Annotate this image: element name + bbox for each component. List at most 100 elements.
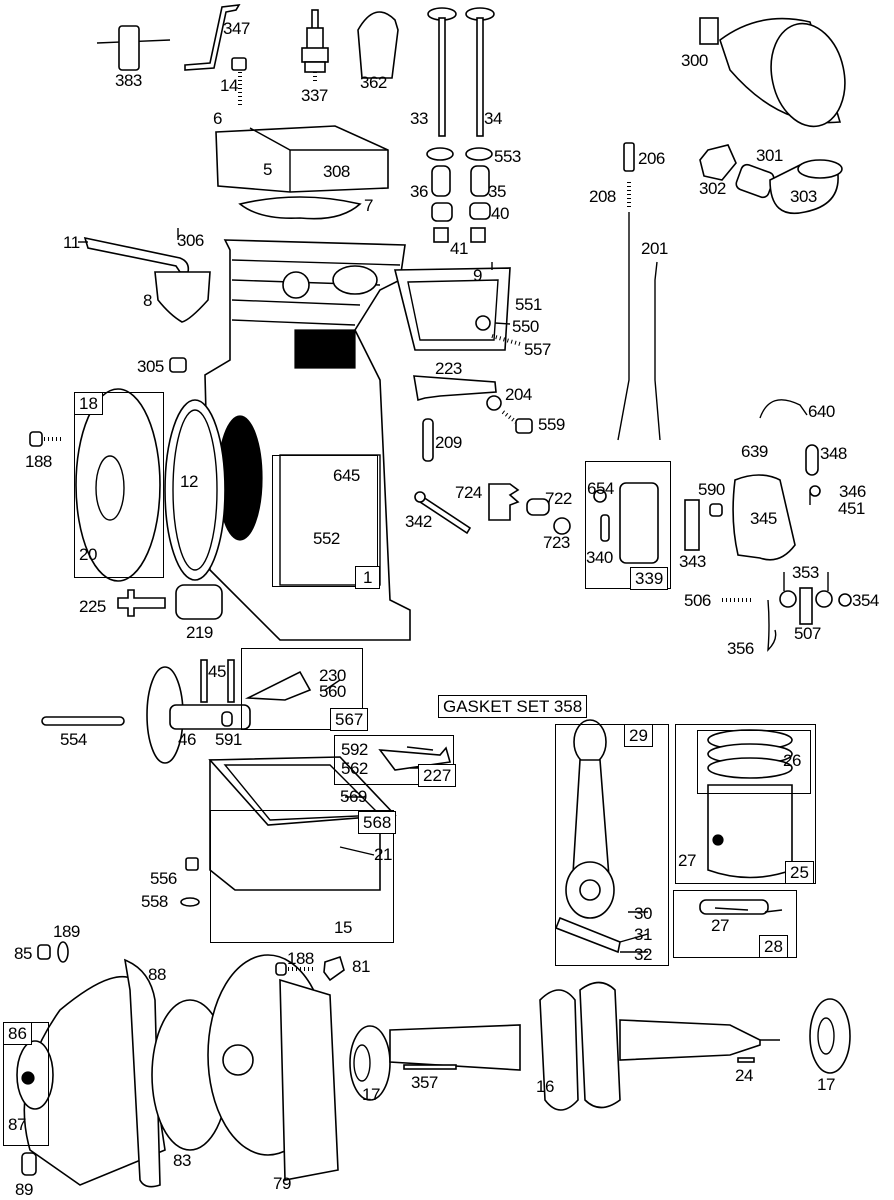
label-34: 34 bbox=[484, 109, 502, 128]
part-383-wrench bbox=[96, 25, 171, 71]
part-559-screw bbox=[515, 418, 533, 434]
label-209: 209 bbox=[435, 433, 462, 452]
part-591-plug bbox=[221, 711, 233, 727]
part-81-lock bbox=[323, 955, 345, 982]
label-41: 41 bbox=[450, 239, 468, 258]
label-219: 219 bbox=[186, 623, 213, 642]
label-552: 552 bbox=[313, 529, 340, 548]
label-40: 40 bbox=[491, 204, 509, 223]
label-343: 343 bbox=[679, 552, 706, 571]
part-34-valve bbox=[465, 7, 495, 137]
label-32: 32 bbox=[634, 945, 652, 964]
part-556-bolt bbox=[185, 857, 199, 871]
part-568-oil-sump bbox=[208, 756, 397, 891]
part-188-bolt bbox=[275, 962, 287, 976]
part-225-pin bbox=[117, 589, 166, 617]
label-553: 553 bbox=[494, 147, 521, 166]
label-451: 451 bbox=[838, 499, 865, 518]
group-box-25 bbox=[675, 724, 816, 884]
part-36-spring bbox=[431, 165, 451, 197]
part-553-retainer bbox=[426, 147, 454, 161]
label-20: 20 bbox=[79, 545, 97, 564]
label-569: 569 bbox=[340, 787, 367, 806]
part-305-plug bbox=[169, 357, 187, 373]
label-6: 6 bbox=[213, 109, 222, 128]
part-308-cylinder-head bbox=[215, 125, 389, 193]
label-18: 18 bbox=[74, 392, 103, 415]
label-557: 557 bbox=[524, 340, 551, 359]
group-box-29 bbox=[555, 724, 669, 966]
label-5: 5 bbox=[263, 160, 272, 179]
part-553-retainer bbox=[465, 147, 493, 161]
label-347: 347 bbox=[223, 19, 250, 38]
label-342: 342 bbox=[405, 512, 432, 531]
part-362-cap bbox=[357, 11, 399, 79]
label-1: 1 bbox=[355, 566, 381, 589]
part-353-washer bbox=[815, 590, 833, 608]
label-303: 303 bbox=[790, 187, 817, 206]
label-31: 31 bbox=[634, 925, 652, 944]
label-189: 189 bbox=[53, 922, 80, 941]
part-303-elbow bbox=[797, 159, 843, 179]
label-227: 227 bbox=[418, 764, 457, 787]
label-300: 300 bbox=[681, 51, 708, 70]
label-14: 14 bbox=[220, 76, 238, 95]
label-27-piston: 27 bbox=[678, 851, 696, 870]
label-25: 25 bbox=[785, 861, 814, 884]
part-45-tappet bbox=[227, 659, 235, 703]
label-551: 551 bbox=[515, 295, 542, 314]
label-16: 16 bbox=[536, 1077, 554, 1096]
part-25-piston bbox=[707, 729, 793, 879]
label-206: 206 bbox=[638, 149, 665, 168]
part-41-keeper bbox=[433, 227, 449, 243]
part-356-lead bbox=[767, 599, 777, 652]
label-85: 85 bbox=[14, 944, 32, 963]
part-24-key bbox=[737, 1057, 755, 1063]
label-35: 35 bbox=[488, 182, 506, 201]
part-558-washer bbox=[180, 897, 200, 907]
part-206-knob bbox=[623, 142, 635, 172]
label-87: 87 bbox=[8, 1115, 26, 1134]
part-724-bracket bbox=[488, 483, 520, 521]
label-79: 79 bbox=[273, 1174, 291, 1193]
label-81: 81 bbox=[352, 957, 370, 976]
label-306: 306 bbox=[177, 231, 204, 250]
label-567: 567 bbox=[330, 708, 369, 731]
label-204: 204 bbox=[505, 385, 532, 404]
label-29: 29 bbox=[624, 724, 653, 747]
group-box-568 bbox=[210, 810, 394, 943]
label-560: 560 bbox=[319, 682, 346, 701]
part-348-clip bbox=[805, 444, 819, 476]
part-357-key bbox=[403, 1064, 457, 1070]
part-17-bearing bbox=[349, 1025, 391, 1101]
label-362: 362 bbox=[360, 73, 387, 92]
part-35-spring bbox=[470, 165, 490, 197]
label-559: 559 bbox=[538, 415, 565, 434]
label-24: 24 bbox=[735, 1066, 753, 1085]
label-339: 339 bbox=[630, 567, 669, 590]
part-79-housing bbox=[207, 954, 339, 1181]
part-223-link bbox=[413, 375, 497, 402]
label-15: 15 bbox=[334, 918, 352, 937]
part-353-washer bbox=[779, 590, 797, 608]
label-723: 723 bbox=[543, 533, 570, 552]
label-568: 568 bbox=[358, 811, 397, 834]
part-354-nut bbox=[838, 593, 852, 607]
part-11-fuel-line bbox=[83, 236, 190, 273]
label-86: 86 bbox=[3, 1022, 32, 1045]
label-554: 554 bbox=[60, 730, 87, 749]
part-189-washer bbox=[57, 941, 69, 963]
label-353: 353 bbox=[792, 563, 819, 582]
label-21: 21 bbox=[374, 845, 392, 864]
label-356: 356 bbox=[727, 639, 754, 658]
label-345: 345 bbox=[750, 509, 777, 528]
part-219-gear bbox=[175, 584, 223, 620]
part-40-seat bbox=[431, 202, 453, 222]
part-507-plate bbox=[799, 587, 813, 625]
label-26: 26 bbox=[783, 751, 801, 770]
part-346-nut bbox=[809, 485, 821, 497]
part-12-gasket bbox=[164, 399, 226, 581]
label-225: 225 bbox=[79, 597, 106, 616]
label-591: 591 bbox=[215, 730, 242, 749]
